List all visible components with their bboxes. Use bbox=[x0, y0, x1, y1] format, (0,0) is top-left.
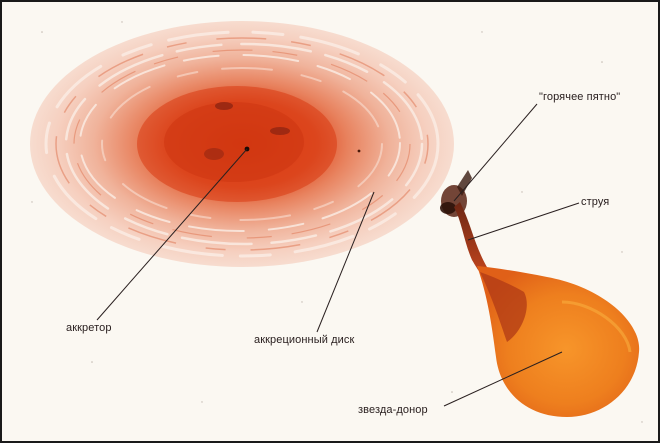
label-hot-spot: "горячее пятно" bbox=[539, 91, 620, 103]
label-disk: аккреционный диск bbox=[254, 334, 354, 346]
donor-star bbox=[477, 266, 639, 417]
label-stream: струя bbox=[581, 196, 609, 208]
label-donor: звезда-донор bbox=[358, 404, 428, 416]
leader-stream bbox=[468, 203, 579, 240]
label-accretor: аккретор bbox=[66, 322, 112, 334]
leader-hot-spot bbox=[454, 104, 537, 201]
